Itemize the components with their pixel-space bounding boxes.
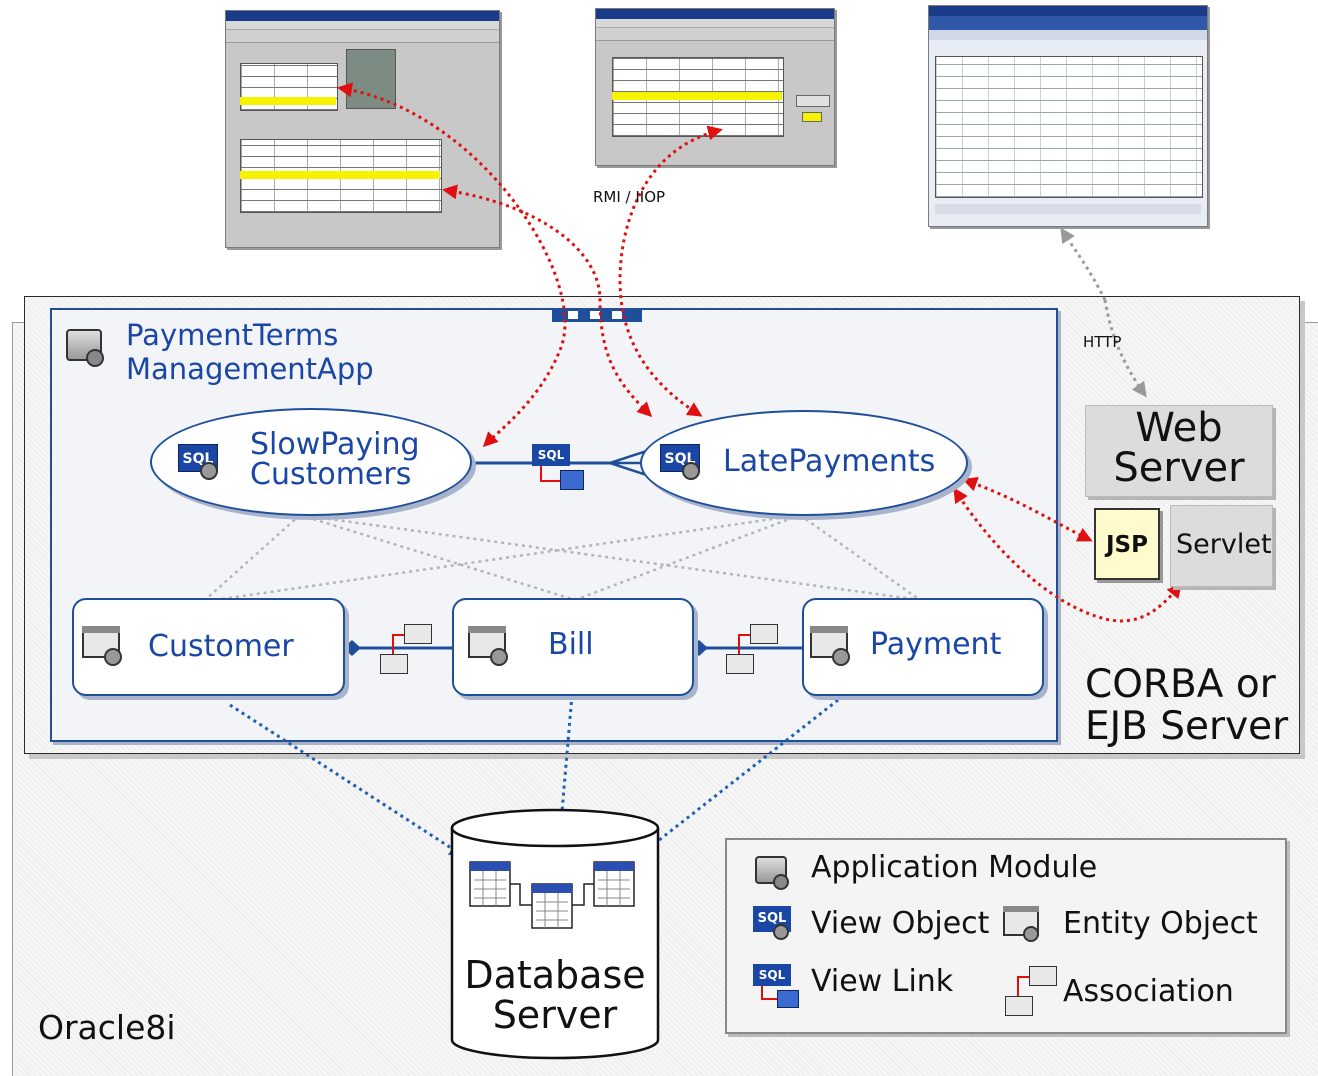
entity-object-icon	[810, 626, 858, 670]
web-server-line2: Server	[1113, 445, 1245, 491]
view-link-icon: SQL	[530, 442, 588, 494]
association-diamond	[690, 640, 708, 656]
servlet-label: Servlet	[1176, 529, 1272, 560]
customer-label: Customer	[148, 629, 294, 664]
web-server-box	[1085, 405, 1273, 497]
server-line2: EJB Server	[1085, 704, 1289, 749]
association-icon	[1003, 964, 1059, 1020]
server-line1: CORBA or	[1085, 662, 1276, 707]
database-access-arrows	[229, 694, 839, 873]
slowpaying-line2: Customers	[250, 457, 412, 492]
association-icon	[378, 622, 434, 678]
entity-object-icon	[82, 626, 130, 670]
web-server-line1: Web	[1135, 405, 1223, 451]
legend: Application Module SQL View Object Entit…	[725, 838, 1287, 1034]
rmi-iiop-label: RMI / IIOP	[593, 188, 666, 206]
db-line1: Database	[464, 953, 646, 997]
servlet-box	[1170, 505, 1273, 587]
legend-view-object: View Object	[811, 906, 990, 941]
selected-row	[240, 97, 336, 105]
web-server-label: Web Server	[1085, 408, 1273, 488]
legend-application-module: Application Module	[811, 850, 1098, 885]
selected-row	[612, 92, 782, 100]
slowpaying-customers-label: SlowPaying Customers	[250, 430, 420, 490]
server-type-label: CORBA or EJB Server	[1085, 664, 1288, 748]
jsp-icon: JSP	[1094, 508, 1160, 580]
association-icon	[724, 622, 780, 678]
view-object-icon: SQL	[178, 444, 230, 484]
rmi-iiop-arrows	[337, 82, 1182, 623]
footer-bar	[935, 204, 1201, 214]
db-line2: Server	[492, 993, 618, 1037]
jsp-label: JSP	[1106, 532, 1148, 558]
requisition-table	[935, 56, 1203, 198]
app-module-name-line2: ManagementApp	[126, 352, 374, 386]
browser-jsp-screenshot	[928, 5, 1208, 227]
application-module-title: PaymentTerms ManagementApp	[126, 318, 374, 386]
view-entity-usage-lines	[204, 513, 921, 602]
app-module-name-line1: PaymentTerms	[126, 318, 339, 352]
legend-association: Association	[1063, 974, 1234, 1009]
http-arrows	[1060, 227, 1147, 398]
field	[802, 112, 822, 122]
view-link-icon: SQL	[753, 964, 803, 1014]
entity-object-icon	[468, 626, 516, 670]
database-server-label: Database Server	[452, 955, 658, 1035]
view-object-icon: SQL	[753, 906, 799, 950]
latepayments-label: LatePayments	[723, 444, 936, 479]
application-module-icon	[62, 323, 120, 373]
entity-object-icon	[1003, 906, 1049, 950]
sql-badge: SQL	[532, 444, 570, 466]
legend-entity-object: Entity Object	[1063, 906, 1258, 941]
button	[796, 95, 830, 107]
view-object-icon: SQL	[660, 444, 712, 484]
http-label: HTTP	[1083, 333, 1122, 351]
slowpaying-line1: SlowPaying	[250, 427, 420, 462]
legend-view-link: View Link	[811, 964, 954, 999]
bill-label: Bill	[548, 627, 594, 662]
association-diamond	[343, 640, 361, 656]
oracle8i-label: Oracle8i	[38, 1008, 176, 1047]
sql-badge: SQL	[753, 964, 791, 986]
payment-label: Payment	[870, 627, 1002, 662]
application-module-icon	[753, 852, 797, 894]
client-window-2-screenshot	[595, 8, 835, 166]
database-tables-icon	[469, 861, 635, 929]
